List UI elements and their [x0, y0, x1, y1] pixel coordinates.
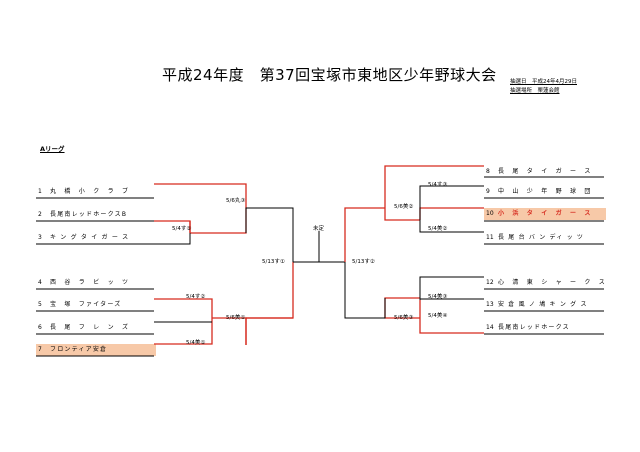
- match-label: 5/6美③: [394, 315, 414, 321]
- team-number: 14: [486, 324, 494, 331]
- match-label: 5/4美②: [428, 226, 448, 232]
- team-number: 6: [38, 324, 42, 331]
- team-row: 8 長 尾 タ イ ガ ー ス: [486, 166, 592, 178]
- team-number: 10: [486, 210, 494, 217]
- match-label: 未定: [313, 226, 325, 232]
- team-number: 4: [38, 279, 42, 286]
- match-label: 5/4す②: [186, 294, 206, 300]
- match-label: 5/13す①: [262, 259, 285, 265]
- team-row: 11 長 尾 台 バ ン ディ ッ ツ: [486, 232, 584, 244]
- team-number: 11: [486, 234, 494, 241]
- team-row: 14 長尾南レッドホークス: [486, 322, 570, 334]
- team-row: 5 宝 塚 ファイターズ: [38, 299, 121, 311]
- match-label: 5/6美①: [226, 315, 246, 321]
- team-number: 3: [38, 234, 42, 241]
- team-number: 2: [38, 211, 42, 218]
- match-label: 5/4す①: [172, 226, 192, 232]
- team-name: 長尾南レッドホークス: [498, 324, 570, 331]
- draw-date: 抽選日 平成24年4月29日: [510, 79, 577, 85]
- page-title: 平成24年度 第37回宝塚市東地区少年野球大会: [162, 66, 497, 84]
- team-name: 長 尾 タ イ ガ ー ス: [498, 168, 592, 175]
- team-row: 4 西 谷 ラ ビ ッ ツ: [38, 277, 129, 289]
- match-label: 5/4美①: [186, 340, 206, 346]
- team-name: 長 尾 フ レ ン ズ: [50, 324, 130, 331]
- team-name: 安 倉 風 ノ 鳩 キ ン グ ス: [498, 301, 588, 308]
- team-row: 6 長 尾 フ レ ン ズ: [38, 322, 129, 334]
- draw-place: 抽選場所 栗蓮会館: [510, 88, 560, 94]
- match-label: 5/6美②: [394, 204, 414, 210]
- team-number: 8: [486, 168, 490, 175]
- team-name: キ ン グ タ イ ガ ー ス: [50, 234, 130, 241]
- team-row: 13 安 倉 風 ノ 鳩 キ ン グ ス: [486, 299, 588, 311]
- team-name: 心 清 東 シ ャ ー ク ス: [498, 279, 607, 286]
- team-number: 12: [486, 279, 494, 286]
- match-label: 5/13す②: [352, 259, 375, 265]
- match-label: 5/6丸③: [226, 198, 246, 204]
- team-name: 宝 塚 ファイターズ: [50, 301, 122, 308]
- team-name: 西 谷 ラ ビ ッ ツ: [50, 279, 130, 286]
- team-number: 5: [38, 301, 42, 308]
- team-number: 13: [486, 301, 494, 308]
- match-label: 5/4美④: [428, 313, 448, 319]
- team-number: 7: [38, 346, 42, 353]
- team-number: 1: [38, 188, 42, 195]
- team-name: 中 山 少 年 野 球 団: [498, 188, 592, 195]
- team-name: 小 浜 タ イ ガ ー ス: [498, 210, 592, 217]
- match-label: 5/4美③: [428, 294, 448, 300]
- team-name: 長 尾 台 バ ン ディ ッ ツ: [498, 234, 585, 241]
- league-label: Aリーグ: [40, 145, 65, 153]
- team-row: 1 丸 橋 小 ク ラ ブ: [38, 186, 129, 198]
- team-row: 2 長尾南レッドホークスB: [38, 209, 127, 221]
- match-label: 5/4す③: [428, 182, 448, 188]
- team-row: 12 心 清 東 シ ャ ー ク ス: [486, 277, 606, 289]
- team-row: 10 小 浜 タ イ ガ ー ス: [484, 208, 606, 220]
- team-row: 7 フロンティア安倉: [36, 344, 156, 356]
- team-name: フロンティア安倉: [50, 346, 108, 353]
- team-name: 丸 橋 小 ク ラ ブ: [50, 188, 130, 195]
- team-row: 3 キ ン グ タ イ ガ ー ス: [38, 232, 129, 244]
- team-number: 9: [486, 188, 490, 195]
- team-row: 9 中 山 少 年 野 球 団: [486, 186, 592, 198]
- team-name: 長尾南レッドホークスB: [50, 211, 128, 218]
